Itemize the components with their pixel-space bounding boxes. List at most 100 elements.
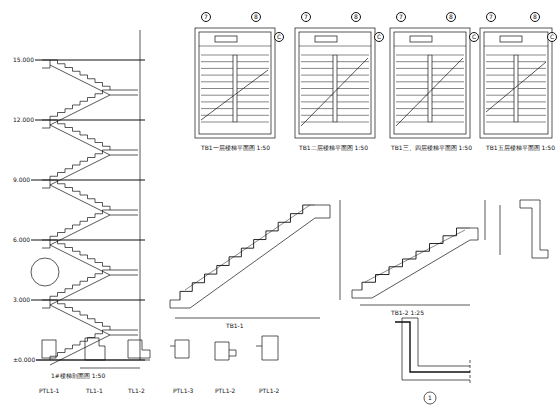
stair-stroke bbox=[301, 75, 369, 76]
stair-stroke bbox=[42, 120, 50, 128]
elevation-label: 9.000 bbox=[12, 177, 31, 183]
stair-stroke bbox=[396, 88, 464, 89]
axis-label: C bbox=[274, 32, 284, 42]
stair-stroke bbox=[486, 55, 546, 56]
dimension-line bbox=[80, 368, 140, 369]
stair-stroke bbox=[42, 300, 50, 308]
stair-stroke bbox=[50, 180, 110, 210]
stair-stroke bbox=[396, 122, 464, 123]
detail-circle bbox=[424, 392, 436, 404]
stair-stroke bbox=[396, 108, 464, 109]
stair-stroke bbox=[42, 60, 50, 68]
dimension-line bbox=[485, 200, 486, 240]
beam-label: TL1-2 bbox=[127, 388, 146, 394]
elevation-label: 15.000 bbox=[12, 57, 35, 63]
drawing-title: 1 bbox=[427, 395, 433, 401]
stair-stroke bbox=[185, 205, 310, 290]
stair-stroke bbox=[201, 101, 269, 102]
generated-strokes bbox=[30, 46, 548, 365]
stair-stroke bbox=[50, 210, 110, 240]
stair-stroke bbox=[362, 228, 470, 290]
stair-stroke bbox=[396, 95, 464, 96]
stair-stroke bbox=[110, 90, 138, 95]
stair-stroke bbox=[301, 95, 369, 96]
drawing-title: TB1五层楼梯平面图 1:50 bbox=[485, 145, 556, 151]
stair-stroke bbox=[486, 108, 546, 109]
stair-stroke bbox=[201, 122, 269, 123]
stair-stroke bbox=[50, 95, 110, 125]
axis-label: 8 bbox=[251, 12, 261, 22]
drawing-title: 1#楼梯剖面图 1:50 bbox=[50, 373, 106, 379]
elevation-label: ±0.000 bbox=[12, 357, 36, 363]
axis-label: C bbox=[374, 32, 384, 42]
stair-stroke bbox=[301, 101, 369, 102]
elevation-label: 12.000 bbox=[12, 117, 35, 123]
stair-stroke bbox=[333, 55, 337, 122]
stair-stroke bbox=[50, 275, 110, 305]
stair-stroke bbox=[110, 270, 138, 275]
axis-label: 7 bbox=[486, 12, 496, 22]
stair-stroke bbox=[170, 205, 330, 308]
axis-label: C bbox=[547, 32, 557, 42]
stair-stroke bbox=[180, 205, 315, 300]
stair-stroke bbox=[50, 120, 110, 150]
drawing-title: TB1-2 1:25 bbox=[390, 310, 425, 316]
stair-stroke bbox=[199, 46, 271, 47]
stair-stroke bbox=[175, 200, 340, 318]
stair-stroke bbox=[233, 55, 237, 122]
section-detail bbox=[520, 200, 548, 258]
stair-stroke bbox=[110, 330, 138, 335]
stair-stroke bbox=[50, 90, 110, 120]
stair-stroke bbox=[50, 245, 110, 275]
beam-label: PTL1-1 bbox=[38, 388, 60, 394]
stair-stroke bbox=[365, 230, 465, 282]
stair-stroke bbox=[50, 215, 110, 245]
stair-stroke bbox=[396, 81, 464, 82]
stair-stroke bbox=[201, 115, 269, 116]
axis-label: 7 bbox=[201, 12, 211, 22]
plan-frames bbox=[195, 28, 552, 138]
stair-stroke bbox=[50, 185, 110, 215]
elevation-label: 3.000 bbox=[12, 297, 31, 303]
axis-label: 8 bbox=[530, 12, 540, 22]
axis-label: 8 bbox=[446, 12, 456, 22]
stair-stroke bbox=[42, 240, 50, 248]
drawing-title: TB1-1 bbox=[225, 323, 245, 329]
beam-label: PTL1-2 bbox=[214, 388, 236, 394]
break-line bbox=[470, 360, 471, 385]
stair-stroke bbox=[484, 46, 548, 47]
stair-stroke bbox=[486, 95, 546, 96]
stair-stroke bbox=[50, 155, 110, 185]
axis-label: 8 bbox=[351, 12, 361, 22]
detail-circle bbox=[31, 258, 59, 286]
stair-stroke bbox=[396, 61, 464, 62]
stair-stroke bbox=[301, 61, 369, 62]
stair-stroke bbox=[301, 108, 369, 109]
node-outline bbox=[402, 318, 470, 380]
stair-stroke bbox=[486, 68, 546, 69]
beam-label: TL1-1 bbox=[85, 388, 104, 394]
stair-stroke bbox=[201, 108, 269, 109]
drawing-title: TB1一层楼梯平面图 1:50 bbox=[200, 145, 271, 151]
stair-stroke bbox=[50, 330, 110, 360]
stair-stroke bbox=[201, 55, 269, 56]
stair-stroke bbox=[50, 305, 110, 335]
axis-label: 7 bbox=[396, 12, 406, 22]
drawing-title: TB1三、四层楼梯平面图 1:50 bbox=[390, 145, 473, 151]
bent-rebar bbox=[395, 322, 470, 372]
dimension-line bbox=[500, 205, 501, 255]
stair-stroke bbox=[301, 115, 369, 116]
stair-stroke bbox=[50, 65, 110, 95]
stair-stroke bbox=[301, 68, 369, 69]
stair-stroke bbox=[201, 95, 269, 96]
stair-stroke bbox=[394, 46, 466, 47]
stair-stroke bbox=[396, 75, 464, 76]
stair-stroke bbox=[301, 55, 369, 56]
stair-stroke bbox=[486, 81, 546, 82]
beam-label: PTL1-3 bbox=[172, 388, 194, 394]
beam-label: PTL1-2 bbox=[258, 388, 280, 394]
drawing-title: TB1二层楼梯平面图 1:50 bbox=[298, 145, 369, 151]
stair-stroke bbox=[428, 55, 432, 122]
elevation-label: 6.000 bbox=[12, 237, 31, 243]
